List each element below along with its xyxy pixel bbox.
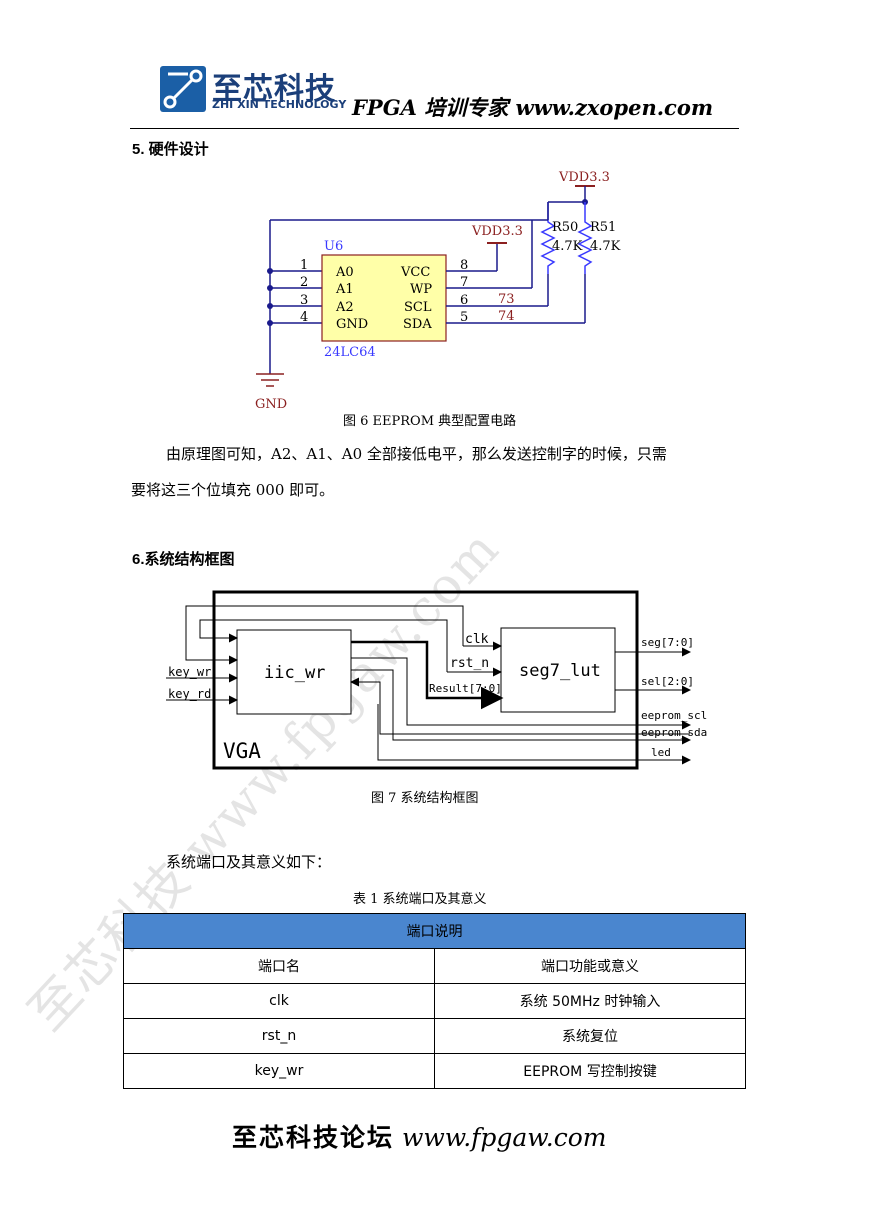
section-6-heading: 6.系统结构框图 <box>132 551 235 568</box>
result-bus <box>351 640 504 710</box>
table-title: 端口说明 <box>123 913 746 949</box>
footer-url: www.fpgaw.com <box>401 1123 607 1152</box>
footer: 至芯科技论坛 www.fpgaw.com <box>232 1118 606 1154</box>
pin-name: GND <box>336 317 368 332</box>
pin-name: VCC <box>400 265 430 280</box>
r50-name: R50 <box>552 220 578 235</box>
vdd-chip-label: VDD3.3 <box>471 224 523 239</box>
column-header: 端口名 <box>123 948 435 984</box>
clk-wire-iic <box>185 605 464 665</box>
clk-label: clk <box>465 632 489 647</box>
r50-value: 4.7K <box>552 239 583 254</box>
pin-number: 1 <box>300 258 308 273</box>
table-cell: clk <box>123 983 435 1019</box>
paragraph-line-1: 由原理图可知，A2、A1、A0 全部接低电平，那么发送控制字的时候，只需 <box>166 445 667 463</box>
pin-name: A0 <box>335 265 354 280</box>
table-1-caption: 表 1 系统端口及其意义 <box>353 892 487 907</box>
ports-intro: 系统端口及其意义如下： <box>166 853 332 871</box>
pin-name: SDA <box>403 317 432 332</box>
table-cell: rst_n <box>123 1018 435 1054</box>
table-header-row: 端口名 端口功能或意义 <box>123 948 746 984</box>
pin-name: A2 <box>335 300 354 315</box>
chip-ref: U6 <box>324 239 343 254</box>
pin-number: 7 <box>460 275 468 290</box>
pin-name: WP <box>410 282 432 297</box>
table-cell: key_wr <box>123 1053 435 1089</box>
table-row: key_wr EEPROM 写控制按键 <box>123 1053 746 1089</box>
pin-number: 3 <box>300 293 308 308</box>
logo-text-en: ZHI XIN TECHNOLOGY <box>212 98 347 111</box>
table-cell: EEPROM 写控制按键 <box>434 1053 746 1089</box>
seg7-lut-block <box>500 627 616 713</box>
figure-7-caption: 图 7 系统结构框图 <box>371 791 479 806</box>
resistor-r50 <box>540 202 556 274</box>
table-title-row: 端口说明 <box>123 913 746 949</box>
pin-number: 8 <box>460 258 468 273</box>
logo-text-cn: 至芯科技 <box>212 72 336 107</box>
key-rd-label: key_rd <box>168 687 211 701</box>
logo-icon <box>160 66 206 112</box>
net-74-label: 74 <box>498 309 515 324</box>
iic-wr-block <box>236 629 352 715</box>
section-5-heading: 5. 硬件设计 <box>132 141 209 158</box>
r51-name: R51 <box>590 220 616 235</box>
eeprom-schematic: VDD3.3 R50 R51 4.7K 4.7K U6 24LC64 1 <box>255 170 621 412</box>
pin-number: 6 <box>460 293 468 308</box>
pin-number: 5 <box>460 310 468 325</box>
figure-6-caption: 图 6 EEPROM 典型配置电路 <box>343 414 517 429</box>
paragraph-line-2: 要将这三个位填充 000 即可。 <box>131 481 335 499</box>
header-divider <box>130 128 739 129</box>
eeprom-sda-label: eeprom_sda <box>641 726 707 739</box>
table-cell: 系统 50MHz 时钟输入 <box>434 983 746 1019</box>
table-row: clk 系统 50MHz 时钟输入 <box>123 983 746 1019</box>
table-cell: 系统复位 <box>434 1018 746 1054</box>
footer-forum-name: 至芯科技论坛 <box>232 1123 395 1152</box>
scl-output <box>351 657 691 730</box>
pin-number: 4 <box>300 310 308 325</box>
resistor-r51 <box>577 202 593 274</box>
led-output <box>377 704 691 765</box>
led-label: led <box>651 746 671 759</box>
rst-label: rst_n <box>450 656 489 671</box>
column-header: 端口功能或意义 <box>434 948 746 984</box>
vga-outer-box <box>212 590 639 770</box>
iic-wr-label: iic_wr <box>264 663 325 683</box>
eeprom-chip <box>321 254 447 342</box>
vga-label: VGA <box>223 739 261 763</box>
r51-value: 4.7K <box>590 239 621 254</box>
sel-label: sel[2:0] <box>641 675 694 688</box>
gnd-label: GND <box>255 397 287 412</box>
pin-number: 2 <box>300 275 308 290</box>
sda-output <box>351 669 691 745</box>
pin-name: SCL <box>404 300 432 315</box>
result-label: Result[7:0] <box>429 682 502 695</box>
rst-wire-iic <box>199 619 448 672</box>
seg7-lut-label: seg7_lut <box>519 661 601 681</box>
table-row: rst_n 系统复位 <box>123 1018 746 1054</box>
system-block-diagram: iic_wr seg7_lut VGA clk rst_n Result[7:0… <box>166 590 707 770</box>
key-wr-label: key_wr <box>168 665 211 679</box>
chip-part: 24LC64 <box>324 345 376 360</box>
sda-return-wire <box>350 677 690 735</box>
pin-name: A1 <box>335 282 354 297</box>
vdd-top-label: VDD3.3 <box>558 170 610 185</box>
eeprom-scl-label: eeprom_scl <box>641 709 707 722</box>
seg-label: seg[7:0] <box>641 636 694 649</box>
net-73-label: 73 <box>498 292 515 307</box>
ports-table: 端口说明 端口名 端口功能或意义 clk 系统 50MHz 时钟输入 rst_n… <box>123 913 746 1089</box>
header-tagline: FPGA 培训专家 www.zxopen.com <box>352 95 714 120</box>
